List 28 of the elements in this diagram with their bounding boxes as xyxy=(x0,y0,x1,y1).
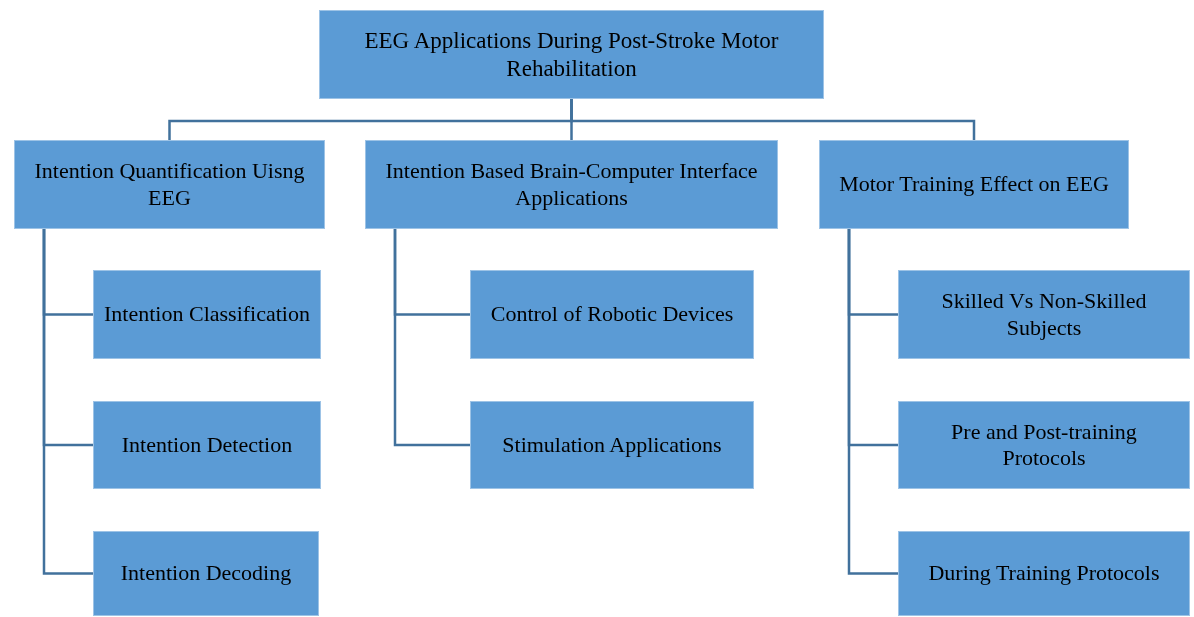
category-box xyxy=(14,140,325,229)
category-box xyxy=(365,140,778,229)
category-box xyxy=(898,401,1190,489)
box-label: Intention Classification xyxy=(104,301,310,328)
category-box xyxy=(319,10,824,99)
connector-line xyxy=(42,229,93,575)
category-box xyxy=(470,401,754,489)
category-box xyxy=(470,270,754,359)
box-label: Skilled Vs Non-Skilled Subjects xyxy=(940,288,1148,341)
connector-line xyxy=(570,99,976,140)
box-label: EEG Applications During Post-Stroke Motor Rehabilitation xyxy=(363,26,780,83)
box-label: Intention Based Brain-Computer Interface Applications xyxy=(384,158,759,211)
category-box xyxy=(819,140,1129,229)
box-label: Intention Detection xyxy=(121,431,293,459)
category-box xyxy=(93,531,319,616)
connector-line xyxy=(847,229,898,575)
connector-line xyxy=(393,229,470,447)
box-label: Control of Robotic Devices xyxy=(490,301,734,328)
box-label: Stimulation Applications xyxy=(502,431,722,459)
box-label: Motor Training Effect on EEG xyxy=(839,171,1109,198)
box-label: Intention Quantification Uisng EEG xyxy=(33,158,306,211)
category-box xyxy=(93,401,321,489)
category-box xyxy=(898,531,1190,616)
category-box xyxy=(898,270,1190,359)
box-label: Pre and Post-training Protocols xyxy=(950,418,1138,472)
category-box xyxy=(93,270,321,359)
box-label: During Training Protocols xyxy=(928,560,1160,587)
box-label: Intention Decoding xyxy=(120,560,292,587)
